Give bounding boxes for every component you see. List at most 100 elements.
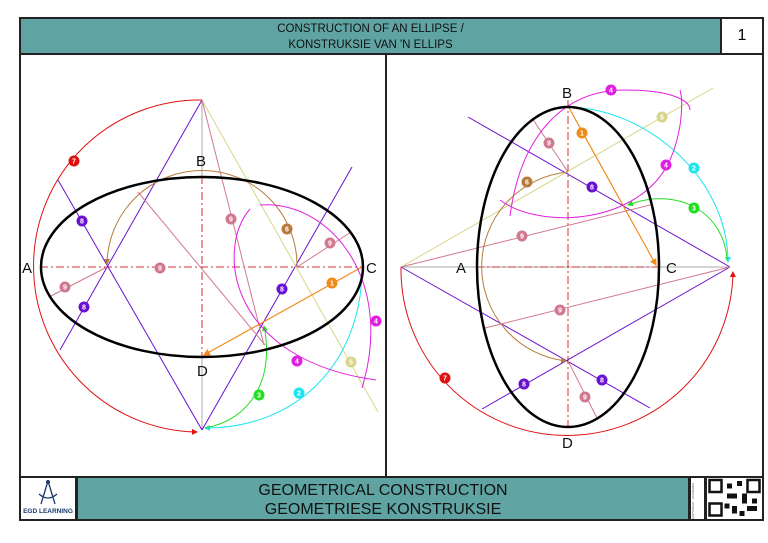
egd-logo: EGD LEARNING xyxy=(19,476,77,521)
step-badge: 8 xyxy=(518,378,530,390)
step2-arc xyxy=(569,106,731,263)
step2-arc xyxy=(204,267,363,431)
compass-icon xyxy=(38,480,58,505)
step-badge: 9 xyxy=(59,281,71,293)
step-badge: 8 xyxy=(76,215,88,227)
step-badge: 6 xyxy=(521,176,533,188)
svg-text:8: 8 xyxy=(522,382,526,389)
step3-arc xyxy=(204,325,268,429)
step-badge: 9 xyxy=(579,391,591,403)
panel-divider xyxy=(385,55,387,478)
step8-line xyxy=(481,266,731,410)
step3-arc xyxy=(627,198,728,261)
title-line-1: CONSTRUCTION OF AN ELLIPSE / xyxy=(277,23,464,35)
copyright-notice: COPYRIGHT - KOPIEREG xyxy=(689,476,706,521)
step-badge: 9 xyxy=(225,213,237,225)
footer-title-line-1: GEOMETRICAL CONSTRUCTION xyxy=(258,482,508,499)
step-badge: 4 xyxy=(370,315,382,327)
svg-text:3: 3 xyxy=(692,206,696,213)
step-badge: 7 xyxy=(68,155,80,167)
footer-title: GEOMETRICAL CONSTRUCTION GEOMETRIESE KON… xyxy=(76,476,690,521)
svg-text:9: 9 xyxy=(583,395,587,402)
header-title: CONSTRUCTION OF AN ELLIPSE / KONSTRUKSIE… xyxy=(19,17,722,55)
step-badge: 8 xyxy=(276,283,288,295)
svg-text:7: 7 xyxy=(443,376,447,383)
point-d: D xyxy=(562,435,573,452)
svg-text:2: 2 xyxy=(297,391,301,398)
step7-arc xyxy=(33,99,203,435)
footer-title-line-2: GEOMETRIESE KONSTRUKSIE xyxy=(264,501,502,518)
step8-line xyxy=(400,266,651,409)
svg-text:1: 1 xyxy=(580,131,584,138)
step-badge: 4 xyxy=(660,159,672,171)
step4-arc xyxy=(509,89,691,217)
horizontal-ellipse-construction: A B C D xyxy=(22,99,379,435)
step-badge: 9 xyxy=(324,237,336,249)
vertical-ellipse-construction: A B C D xyxy=(400,85,736,452)
step4-arc xyxy=(233,208,377,381)
svg-text:1: 1 xyxy=(330,281,334,288)
svg-text:4: 4 xyxy=(295,359,299,366)
svg-text:5: 5 xyxy=(349,360,353,367)
step-badge: 4 xyxy=(291,355,303,367)
svg-text:9: 9 xyxy=(328,241,332,248)
point-c: C xyxy=(366,260,377,277)
step-badge: 5 xyxy=(656,111,668,123)
svg-text:9: 9 xyxy=(547,141,551,148)
svg-text:7: 7 xyxy=(72,159,76,166)
svg-text:8: 8 xyxy=(280,287,284,294)
step-badge: 3 xyxy=(688,202,700,214)
step-badge: 9 xyxy=(154,262,166,274)
svg-text:6: 6 xyxy=(525,180,529,187)
step7-arc xyxy=(400,266,736,436)
step-badge: 7 xyxy=(439,372,451,384)
svg-text:9: 9 xyxy=(63,285,67,292)
point-c: C xyxy=(666,260,677,277)
svg-text:8: 8 xyxy=(82,305,86,312)
point-a: A xyxy=(456,260,466,277)
step-badges: 1 2 3 4 4 5 6 7 8 8 8 9 9 9 9 1 2 3 4 4 … xyxy=(59,84,700,403)
step-badge: 2 xyxy=(293,387,305,399)
step-badge: 9 xyxy=(516,230,528,242)
svg-text:4: 4 xyxy=(609,88,613,95)
qr-code xyxy=(705,476,764,521)
step-badge: 8 xyxy=(586,181,598,193)
step-badge: 6 xyxy=(281,223,293,235)
step4-arc xyxy=(259,204,372,389)
step-badge: 4 xyxy=(605,84,617,96)
svg-text:9: 9 xyxy=(558,308,562,315)
step-badge: 1 xyxy=(576,127,588,139)
qr-code-icon xyxy=(708,478,761,517)
svg-text:4: 4 xyxy=(664,163,668,170)
step-badge: 5 xyxy=(345,356,357,368)
point-b: B xyxy=(562,85,572,102)
svg-text:8: 8 xyxy=(600,378,604,385)
ellipse-outline xyxy=(39,175,365,359)
step8-line xyxy=(467,116,731,268)
step-badge: 9 xyxy=(543,137,555,149)
logo-text: EGD LEARNING xyxy=(23,508,73,515)
point-b: B xyxy=(196,153,206,170)
svg-text:4: 4 xyxy=(374,319,378,326)
svg-text:3: 3 xyxy=(257,393,261,400)
step-badge: 3 xyxy=(253,389,265,401)
point-d: D xyxy=(197,363,208,380)
svg-text:9: 9 xyxy=(229,217,233,224)
svg-text:9: 9 xyxy=(520,234,524,241)
title-line-2: KONSTRUKSIE VAN 'N ELLIPS xyxy=(288,39,453,51)
step-badge: 9 xyxy=(554,304,566,316)
step-badge: 1 xyxy=(326,277,338,289)
step-badge: 2 xyxy=(688,162,700,174)
point-a: A xyxy=(22,260,32,277)
svg-text:8: 8 xyxy=(590,185,594,192)
step-badge: 8 xyxy=(596,374,608,386)
svg-text:8: 8 xyxy=(80,219,84,226)
svg-text:2: 2 xyxy=(692,166,696,173)
svg-text:9: 9 xyxy=(158,266,162,273)
ellipse-outline xyxy=(475,105,661,429)
svg-text:5: 5 xyxy=(660,115,664,122)
page-number: 1 xyxy=(720,17,764,55)
svg-text:6: 6 xyxy=(285,227,289,234)
step4-arc xyxy=(499,89,683,219)
